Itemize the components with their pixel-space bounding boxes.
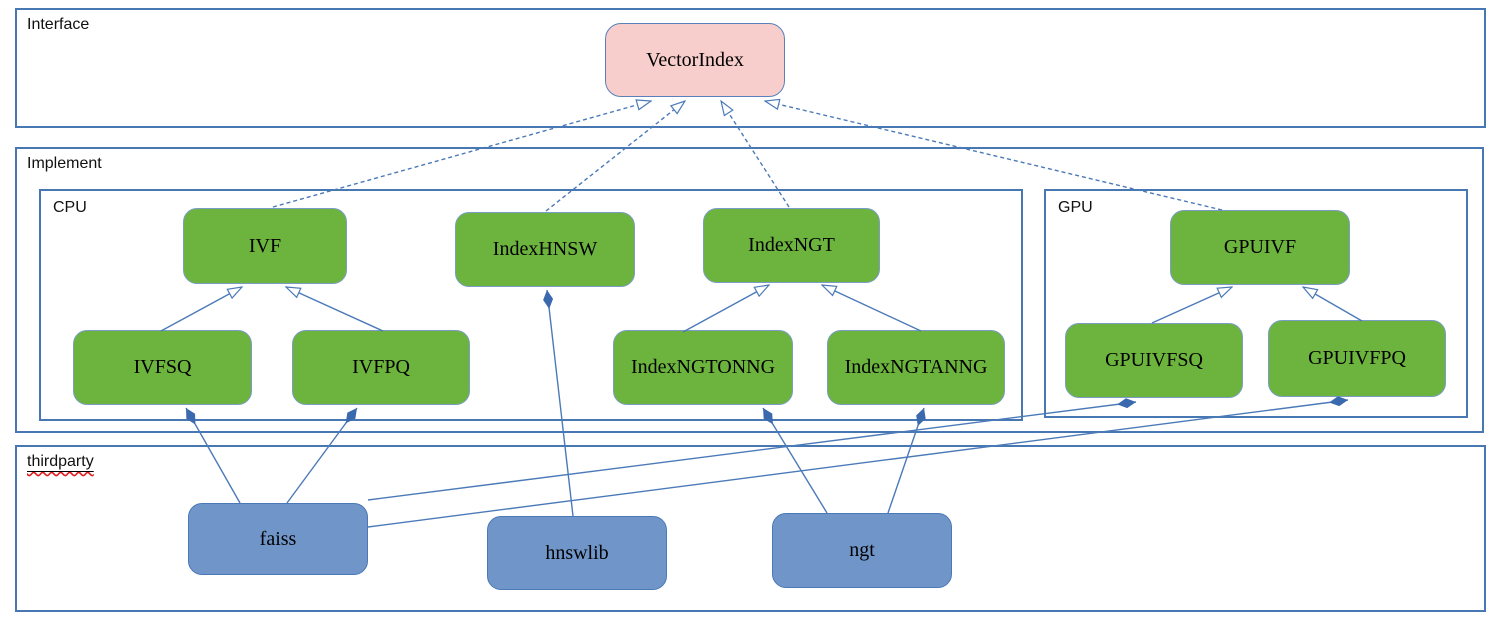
node-ngt-label: ngt (849, 539, 875, 561)
node-indexngtonng-label: IndexNGTONNG (630, 356, 776, 378)
node-gpuivfpq-label: GPUIVFPQ (1308, 347, 1406, 369)
node-faiss-label: faiss (259, 527, 297, 550)
node-indexngt-label: IndexNGT (748, 234, 835, 256)
node-ivfsq[interactable]: IVFSQ (73, 330, 252, 405)
node-indexngtanng[interactable]: IndexNGTANNG (827, 330, 1005, 405)
node-ngt[interactable]: ngt (772, 513, 952, 588)
node-indexngt[interactable]: IndexNGT (703, 208, 880, 283)
node-faiss[interactable]: faiss (188, 503, 368, 575)
node-ivf[interactable]: IVF (183, 208, 347, 284)
node-ivfpq-label: IVFPQ (352, 356, 410, 378)
gpu-section-label: GPU (1058, 199, 1093, 216)
node-ivf-label: IVF (248, 234, 282, 257)
node-hnswlib[interactable]: hnswlib (487, 516, 667, 590)
node-gpuivfsq-label: GPUIVFSQ (1105, 349, 1203, 371)
node-gpuivf[interactable]: GPUIVF (1170, 210, 1350, 285)
node-indexhnsw[interactable]: IndexHNSW (455, 212, 635, 287)
node-gpuivf-label: GPUIVF (1223, 236, 1297, 258)
interface-section-label: Interface (27, 16, 90, 33)
node-gpuivfsq[interactable]: GPUIVFSQ (1065, 323, 1243, 398)
thirdparty-section-label: thirdparty (27, 453, 94, 470)
node-vectorindex-label: VectorIndex (646, 48, 744, 71)
node-hnswlib-label: hnswlib (545, 541, 609, 564)
node-indexhnsw-label: IndexHNSW (492, 238, 598, 260)
node-vectorindex[interactable]: VectorIndex (605, 23, 785, 97)
cpu-section-label: CPU (53, 199, 87, 216)
node-indexngtonng[interactable]: IndexNGTONNG (613, 330, 793, 405)
node-indexngtanng-label: IndexNGTANNG (844, 356, 988, 378)
implement-section-label: Implement (27, 155, 102, 172)
node-ivfpq[interactable]: IVFPQ (292, 330, 470, 405)
node-gpuivfpq[interactable]: GPUIVFPQ (1268, 320, 1446, 397)
node-ivfsq-label: IVFSQ (133, 356, 192, 378)
